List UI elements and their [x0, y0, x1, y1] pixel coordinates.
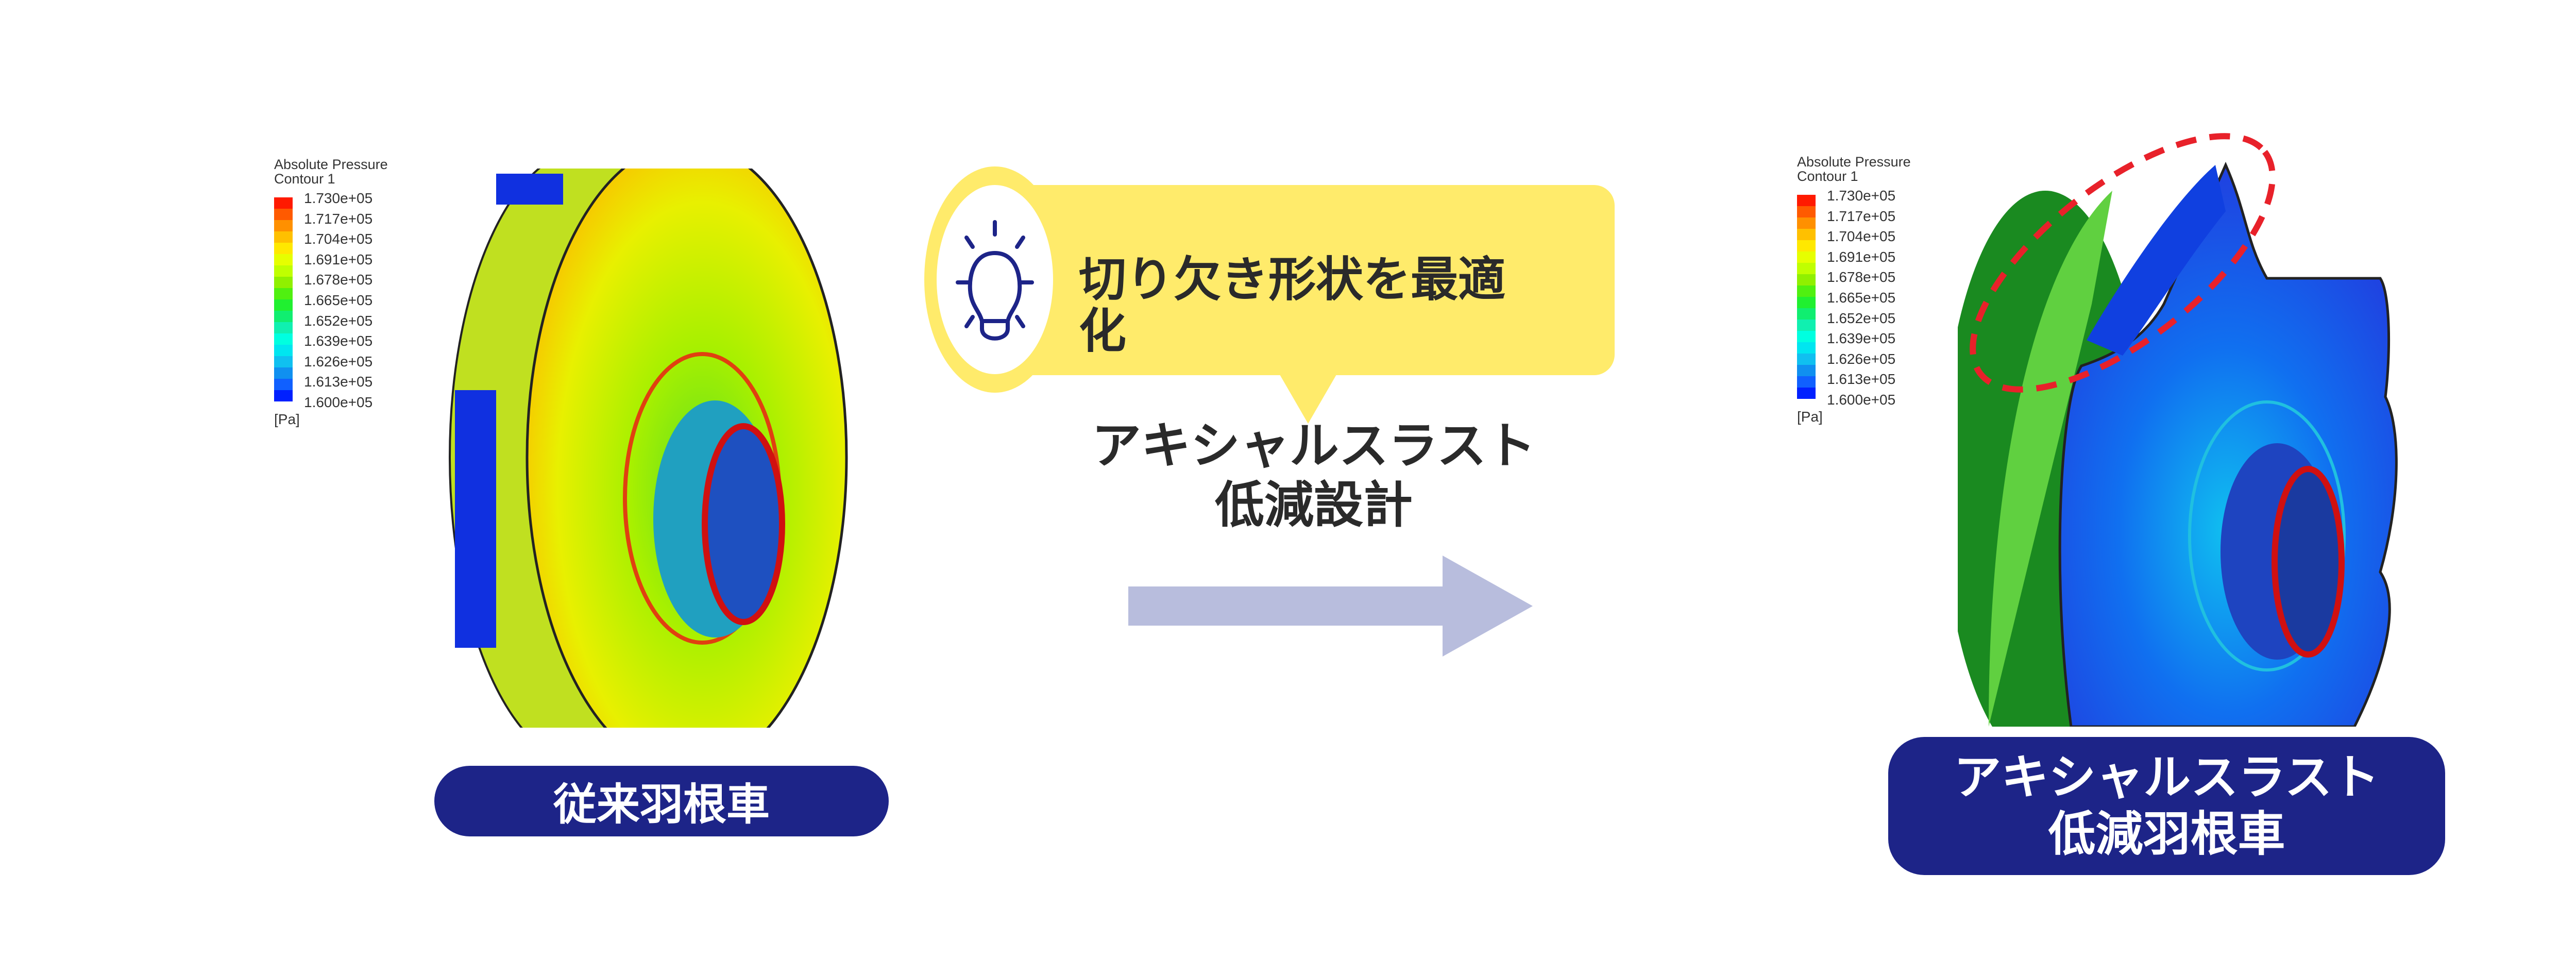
legend-tick-label: 1.678e+05	[304, 272, 373, 288]
highlight-dashed-ellipse	[1970, 133, 2276, 393]
legend-tick-label: 1.678e+05	[1827, 269, 1896, 286]
legend-tick-label: 1.665e+05	[1827, 290, 1896, 306]
legend-tick-label: 1.626e+05	[1827, 350, 1896, 367]
callout-box	[1002, 185, 1615, 375]
legend-tick-label: 1.717e+05	[1827, 208, 1896, 224]
legend-title: Absolute Pressure	[274, 157, 388, 172]
legend-tick-label: 1.717e+05	[304, 210, 373, 227]
reduced-thrust-impeller-image	[1958, 161, 2398, 727]
callout-tail	[1280, 375, 1336, 424]
callout-bubble: 切り欠き形状を最適化	[924, 166, 1615, 424]
legend-tick-label: 1.691e+05	[304, 251, 373, 267]
conventional-impeller-label-text: 従来羽根車	[553, 779, 770, 830]
legend-colorbar	[1797, 195, 1816, 399]
legend-left: Absolute Pressure Contour 1 1.730e+05 1.7…	[274, 157, 398, 435]
legend-tick-label: 1.691e+05	[1827, 248, 1896, 265]
reduced-thrust-label-line1: アキシャルスラスト	[1954, 750, 2380, 805]
legend-tick-label: 1.600e+05	[1827, 392, 1896, 408]
legend-title: Absolute Pressure	[1797, 154, 1911, 170]
legend-tick-label: 1.626e+05	[304, 353, 373, 370]
callout-text: 切り欠き形状を最適化	[1079, 252, 1506, 359]
lightbulb-icon	[956, 220, 1034, 341]
legend-right: Absolute Pressure Contour 1 1.730e+05 1.7…	[1797, 155, 1921, 433]
legend-tick-label: 1.730e+05	[1827, 188, 1896, 204]
legend-tick-label: 1.665e+05	[304, 292, 373, 308]
design-title-line1: アキシャルスラスト	[1091, 417, 1536, 475]
legend-unit: [Pa]	[274, 411, 300, 427]
icon-circle-inner	[937, 185, 1053, 374]
legend-tick-label: 1.639e+05	[304, 333, 373, 349]
legend-subtitle: Contour 1	[1797, 169, 1858, 184]
legend-tick-label: 1.704e+05	[1827, 228, 1896, 245]
right-arrow-icon	[1128, 556, 1533, 657]
legend-tick-label: 1.639e+05	[1827, 330, 1896, 347]
legend-tick-label: 1.613e+05	[304, 374, 373, 390]
conventional-impeller-label: 従来羽根車	[434, 766, 889, 836]
legend-tick-label: 1.613e+05	[1827, 371, 1896, 388]
reduced-thrust-impeller-label: アキシャルスラスト 低減羽根車	[1888, 737, 2445, 875]
legend-colorbar	[274, 197, 293, 401]
legend-tick-label: 1.652e+05	[304, 312, 373, 329]
legend-unit: [Pa]	[1797, 409, 1823, 425]
legend-subtitle: Contour 1	[274, 171, 335, 187]
legend-tick-label: 1.730e+05	[304, 190, 373, 206]
legend-tick-label: 1.704e+05	[304, 231, 373, 247]
design-title-line2: 低減設計	[1215, 476, 1413, 534]
conventional-impeller-image	[449, 169, 848, 728]
legend-tick-label: 1.600e+05	[304, 394, 373, 410]
reduced-thrust-label-line2: 低減羽根車	[2048, 807, 2285, 862]
legend-tick-label: 1.652e+05	[1827, 310, 1896, 326]
